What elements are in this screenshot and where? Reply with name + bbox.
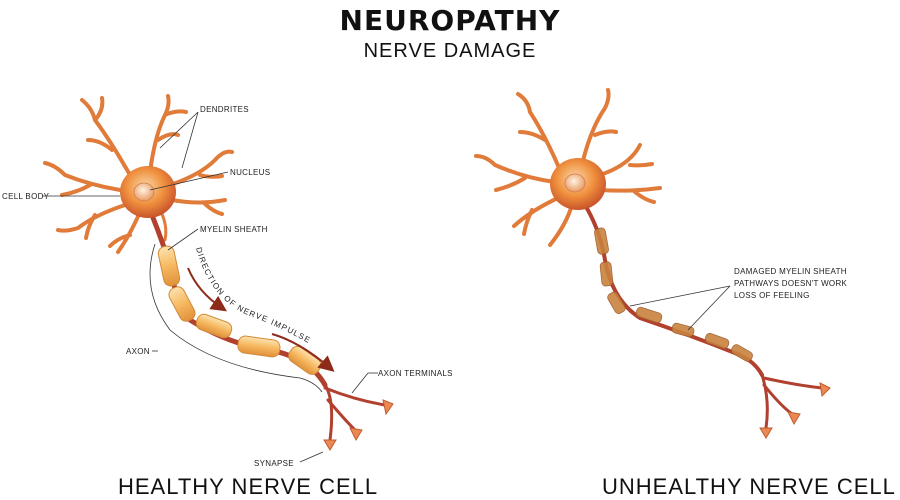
page-title: NEUROPATHY [339,4,561,37]
label-axon-terminals: AXON TERMINALS [378,369,453,378]
healthy-synapse-bulbs [323,399,394,451]
label-damaged-3: LOSS OF FEELING [734,291,810,300]
label-nucleus: NUCLEUS [230,168,270,177]
caption-healthy: HEALTHY NERVE CELL [118,474,379,499]
impulse-arrow-1 [187,267,227,312]
page-subtitle: NERVE DAMAGE [363,40,537,62]
healthy-nucleus [133,182,155,202]
healthy-neuron: DENDRITES NUCLEUS CELL BODY MYELIN SHEAT… [2,94,453,468]
label-dendrites: DENDRITES [200,105,249,114]
unhealthy-synapse-bulbs [759,382,831,439]
label-damaged-1: DAMAGED MYELIN SHEATH [734,267,847,276]
unhealthy-nucleus [564,173,586,193]
label-damaged-2: PATHWAYS DOESN'T WORK [734,279,848,288]
label-axon: AXON [126,347,150,356]
caption-unhealthy: UNHEALTHY NERVE CELL [602,474,896,499]
label-myelin-sheath: MYELIN SHEATH [200,225,268,234]
label-synapse: SYNAPSE [254,459,294,468]
healthy-dendrites [43,94,234,254]
myelin-sheath-segments [157,245,322,375]
label-cell-body: CELL BODY [2,192,50,201]
unhealthy-dendrites [474,88,662,247]
axon-bracket [149,243,323,393]
healthy-leader-lines [42,111,378,463]
unhealthy-neuron: DAMAGED MYELIN SHEATH PATHWAYS DOESN'T W… [474,88,848,439]
impulse-arrow-2 [271,333,335,372]
damaged-myelin-segments [594,227,753,362]
unhealthy-leader-lines [629,285,731,331]
